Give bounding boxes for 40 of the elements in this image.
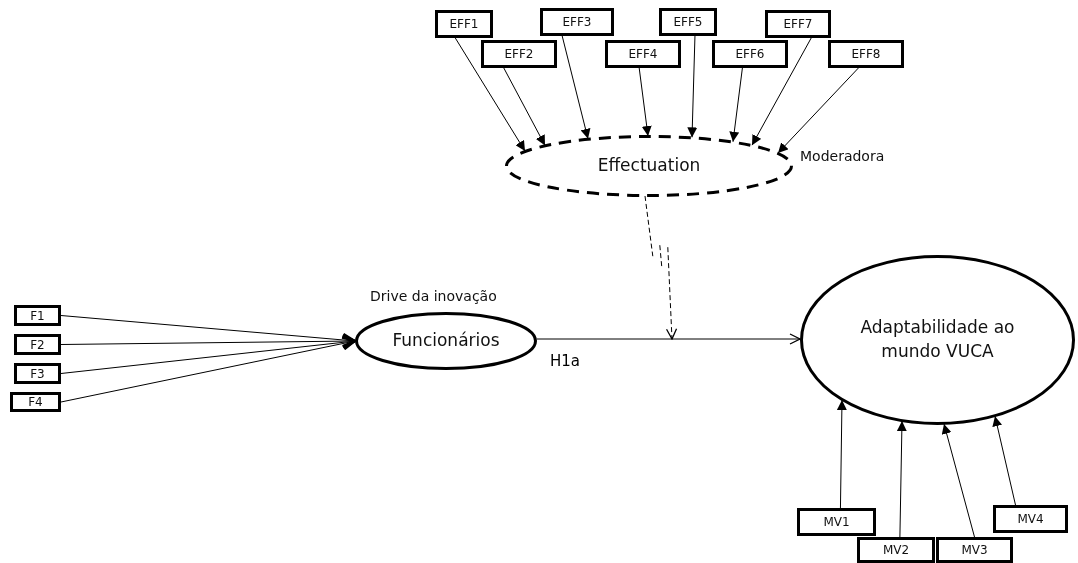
indicator-box: EFF3: [540, 8, 614, 36]
indicator-box: EFF5: [659, 8, 717, 36]
indicator-box: MV1: [797, 508, 876, 536]
indicator-box: F4: [10, 392, 61, 412]
arrow: [687, 35, 698, 138]
indicator-box: MV3: [936, 537, 1013, 563]
arrow: [729, 67, 743, 143]
arrow: [992, 415, 1016, 506]
construct-name: Adaptabilidade ao mundo VUCA: [859, 316, 1016, 363]
construct-role-label: Moderadora: [800, 148, 885, 164]
indicator-box: EFF1: [435, 10, 493, 38]
arrow: [896, 420, 907, 538]
arrow: [751, 37, 812, 146]
construct-role-label: Drive da inovação: [370, 288, 497, 304]
arrow: [561, 35, 591, 140]
arrow: [60, 315, 357, 348]
arrow: [503, 67, 546, 146]
indicator-box: EFF6: [712, 40, 788, 68]
indicator-box: F3: [14, 363, 61, 384]
construct-ellipse: [800, 255, 1075, 425]
arrow: [454, 37, 526, 152]
indicator-box: EFF2: [481, 40, 557, 68]
indicator-box: MV2: [857, 537, 935, 563]
indicator-box: F1: [14, 305, 61, 326]
arrow: [60, 336, 357, 403]
construct-name: Effectuation: [597, 154, 701, 178]
construct-ellipse: [355, 312, 537, 370]
indicator-box: EFF8: [828, 40, 904, 68]
moderation-arrow: [644, 195, 678, 340]
indicator-box: MV4: [993, 505, 1068, 533]
arrow: [941, 423, 975, 538]
arrow: [777, 67, 859, 154]
arrow: [638, 67, 652, 137]
indicator-box: F2: [14, 334, 61, 355]
construct-name: Funcionários: [392, 329, 500, 353]
indicator-box: EFF7: [765, 10, 831, 38]
arrow: [836, 399, 847, 509]
arrow: [536, 333, 801, 345]
indicator-box: EFF4: [605, 40, 681, 68]
dashed-ellipse: [505, 135, 793, 197]
